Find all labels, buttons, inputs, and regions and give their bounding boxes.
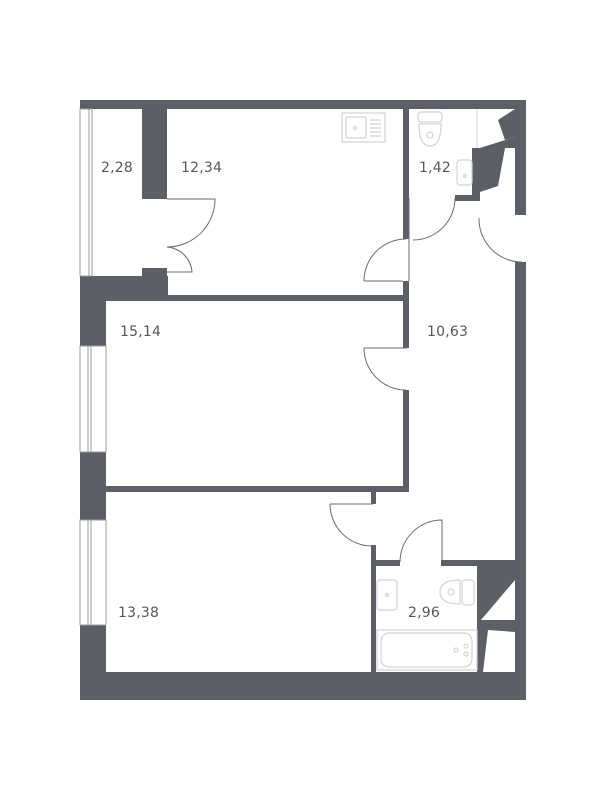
windows	[79, 108, 107, 626]
toilet-icon	[417, 111, 443, 147]
room-area-wc: 1,42	[419, 160, 451, 176]
room-area-bathroom: 2,96	[408, 605, 440, 621]
washbasin-icon	[376, 579, 398, 611]
kitchen-sink-icon	[341, 112, 386, 143]
bathtub-icon	[376, 629, 478, 671]
room-area-bedroom: 15,14	[120, 324, 161, 340]
toilet-icon	[439, 579, 475, 606]
washbasin-icon	[456, 159, 473, 186]
doors	[166, 197, 523, 563]
room-area-living: 13,38	[118, 605, 159, 621]
outer-walls	[80, 100, 526, 700]
room-area-kitchen: 12,34	[181, 160, 222, 176]
interior-walls	[106, 100, 515, 672]
room-area-balcony: 2,28	[101, 160, 133, 176]
room-area-hall: 10,63	[427, 324, 468, 340]
